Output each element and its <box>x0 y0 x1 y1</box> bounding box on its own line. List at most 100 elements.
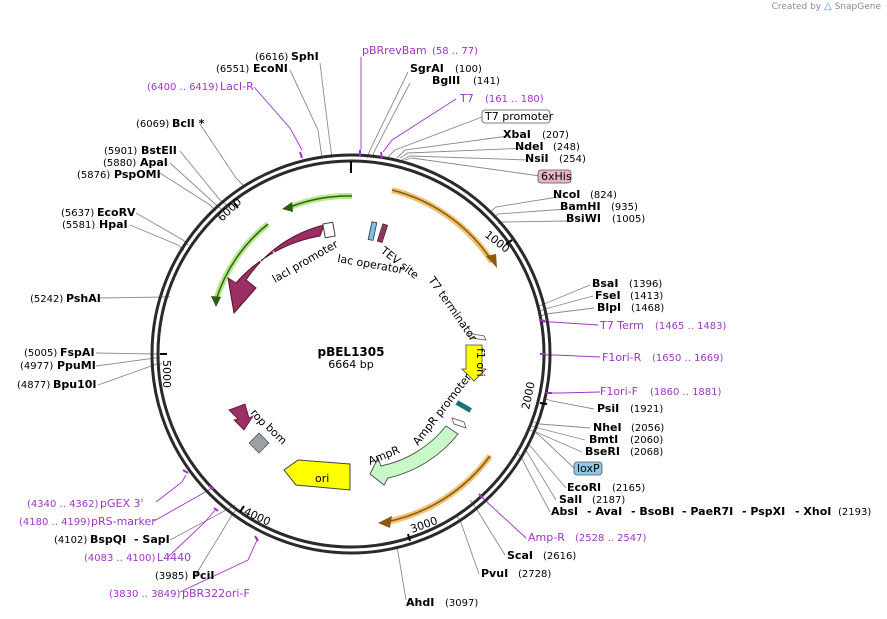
primer-pBRrevBam-range: (58 .. 77) <box>432 46 478 57</box>
primer-Amp-R: Amp-R <box>528 531 565 544</box>
orf-line-bottom <box>385 455 491 523</box>
site-PciI-pos: (3985) <box>155 571 188 582</box>
site-BmtI-pos: (2060) <box>630 435 663 446</box>
tev-site-mark <box>376 223 389 243</box>
primer-F1ori-F-range: (1860 .. 1881) <box>650 387 722 398</box>
site-BsiWI-pos: (1005) <box>612 214 645 225</box>
primer-pBR322ori-F-range: (3830 .. 3849) <box>109 589 181 600</box>
his-tag: 6xHis <box>537 169 572 184</box>
site-ApaI-pos: (5880) <box>103 158 136 169</box>
site-NdeI: NdeI <box>515 140 544 153</box>
ori-label: ori <box>315 472 329 485</box>
orf-arrowhead-bottom <box>378 516 392 528</box>
ampR-promoter-arrow <box>451 417 467 429</box>
site-PvuI-pos: (2728) <box>518 569 551 580</box>
primer-L4440: L4440 <box>157 551 191 564</box>
primer-marks <box>182 150 552 542</box>
site-XbaI: XbaI <box>503 128 531 141</box>
primer-T7: T7 <box>459 92 474 105</box>
site-PaeR7I: - PaeR7I <box>682 505 733 518</box>
site-PvuI: PvuI <box>481 567 508 580</box>
primer-T7-Term: T7 Term <box>599 319 644 332</box>
primer-leader-lines <box>153 57 601 593</box>
site-FseI-pos: (1413) <box>630 291 663 302</box>
site-SphI-pos: (6616) <box>255 52 288 63</box>
site-SalI: SalI <box>559 493 582 506</box>
site-EcoRV: EcoRV <box>97 206 136 219</box>
site-NheI-pos: (2056) <box>631 423 664 434</box>
site-PsiI-pos: (1921) <box>630 404 663 415</box>
multi-site-pos: (2193) <box>838 507 871 518</box>
bom-box <box>248 432 270 454</box>
site-BseRI: BseRI <box>585 445 620 458</box>
site-BseRI-pos: (2068) <box>630 447 663 458</box>
site-ScaI-pos: (2616) <box>543 551 576 562</box>
site-AhdI-pos: (3097) <box>445 598 478 609</box>
lacI-label: lacI <box>258 248 281 270</box>
site-PsiI: PsiI <box>597 402 619 415</box>
primer-L4440-range: (4083 .. 4100) <box>84 553 156 564</box>
site-BsoBI: - BsoBI <box>631 505 674 518</box>
tick-label-2000: 2000 <box>519 381 538 411</box>
t7-terminator-label: T7 terminator <box>425 273 480 344</box>
rop-label: rop <box>248 407 270 429</box>
site-BmtI: BmtI <box>589 433 618 446</box>
plasmid-name: pBEL1305 <box>318 345 385 359</box>
site-PpuMI: PpuMI <box>57 359 96 372</box>
site-BlpI-pos: (1468) <box>631 303 664 314</box>
orf-green-top-head <box>282 202 293 212</box>
rop-arrow <box>228 403 255 431</box>
site-BstEII: BstEII <box>141 144 177 157</box>
site-PciI: PciI <box>192 569 214 582</box>
created-by-label: Created by <box>771 2 822 12</box>
primer-Amp-R-range: (2528 .. 2547) <box>575 533 647 544</box>
t7-promoter-label: T7 promoter <box>484 110 554 123</box>
sites-top: (6616) SphI (6551) EcoNI SgrAI (100) Bgl… <box>216 50 645 225</box>
site-ScaI: ScaI <box>507 549 533 562</box>
site-BspQI-pos: (4102) <box>54 535 87 546</box>
primer-pRS-marker: pRS-marker <box>91 515 156 528</box>
site-HpaI: HpaI <box>99 218 128 231</box>
snapgene-logo-icon: △ <box>824 1 832 12</box>
site-Bpu10I-pos: (4877) <box>17 380 50 391</box>
site-NcoI: NcoI <box>553 188 580 201</box>
loxp-label: loxP <box>577 462 600 475</box>
site-ApaI: ApaI <box>140 156 168 169</box>
t7-promoter-tag: T7 promoter <box>481 109 554 124</box>
backbone-outer <box>150 153 552 555</box>
site-EcoNI: EcoNI <box>253 62 288 75</box>
primer-F1ori-F: F1ori-F <box>600 385 638 398</box>
site-NsiI-pos: (254) <box>559 154 586 165</box>
site-EcoRV-pos: (5637) <box>61 208 94 219</box>
primer-T7-Term-range: (1465 .. 1483) <box>655 321 727 332</box>
site-SgrAI-pos: (100) <box>455 64 482 75</box>
site-BlpI: BlpI <box>597 301 621 314</box>
site-XbaI-pos: (207) <box>542 130 569 141</box>
site-NdeI-pos: (248) <box>553 142 580 153</box>
sites-left: (6069) BclI * (5901) BstEII (5880) ApaI … <box>17 117 214 582</box>
orf-arrowhead-top <box>486 254 497 268</box>
his-tag-label: 6xHis <box>541 170 572 183</box>
site-AvaI: - AvaI <box>587 505 622 518</box>
site-AhdI: AhdI <box>406 596 434 609</box>
ampR-promoter-mark <box>455 400 472 413</box>
site-BglII: BglII <box>432 74 460 87</box>
site-AbsI: AbsI <box>551 505 578 518</box>
ampR-arrow <box>369 425 459 486</box>
f1-ori-arrow <box>461 344 487 382</box>
primer-F1ori-R-range: (1650 .. 1669) <box>652 353 724 364</box>
site-BsaI-pos: (1396) <box>629 279 662 290</box>
multi-site-line: AbsI - AvaI - BsoBI - PaeR7I - PspXI - X… <box>551 505 871 518</box>
site-BsiWI: BsiWI <box>566 212 601 225</box>
primer-pRS-marker-range: (4180 .. 4199) <box>19 517 91 528</box>
primer-pGEX3-range: (4340 .. 4362) <box>27 499 99 510</box>
f1-ori-label: f1 ori <box>474 348 487 377</box>
site-BstEII-pos: (5901) <box>104 146 137 157</box>
primer-pBR322ori-F: pBR322ori-F <box>182 587 250 600</box>
site-PpuMI-pos: (4977) <box>20 361 53 372</box>
site-EcoRI: EcoRI <box>567 481 601 494</box>
primer-F1ori-R: F1ori-R <box>602 351 642 364</box>
sites-right: BsaI (1396) FseI (1413) BlpI (1468) PsiI… <box>406 277 664 609</box>
primer-T7-range: (161 .. 180) <box>485 94 544 105</box>
site-NcoI-pos: (824) <box>590 190 617 201</box>
